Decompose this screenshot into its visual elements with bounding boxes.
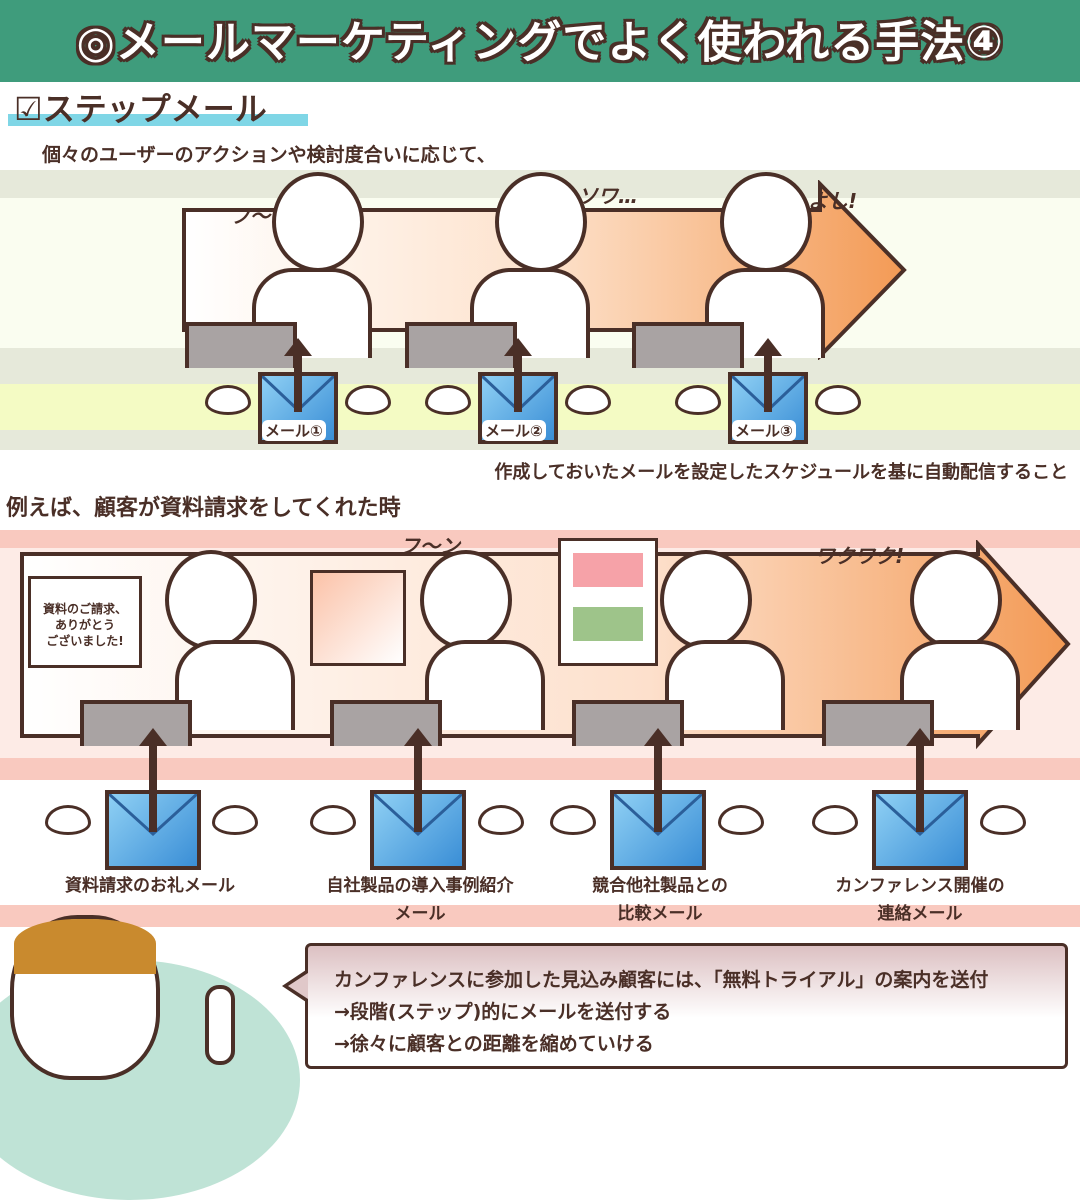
person-head xyxy=(910,550,1002,650)
mail-label: メール③ xyxy=(732,420,796,441)
wing-icon xyxy=(718,805,764,835)
wing-icon xyxy=(565,385,611,415)
bubble-line: ございました! xyxy=(46,634,124,648)
up-arrow-icon xyxy=(644,728,672,832)
mail-label-line: 競合他社製品との xyxy=(592,876,728,896)
mail-label-line: 資料請求のお礼メール xyxy=(65,876,235,896)
wing-icon xyxy=(345,385,391,415)
laptop xyxy=(330,700,442,746)
sfx: ソワ… xyxy=(578,184,638,208)
comparison-image xyxy=(558,538,658,666)
callout-line: →徐々に顧客との距離を縮めていける xyxy=(334,1033,654,1055)
wing-icon xyxy=(980,805,1026,835)
up-arrow-icon xyxy=(906,728,934,832)
laptop xyxy=(185,322,297,368)
person-body xyxy=(175,640,295,730)
sfx: フ〜 xyxy=(230,204,270,228)
sfx: よし! xyxy=(808,189,858,213)
thanks-speech-bubble: 資料のご請求、 ありがとう ございました! xyxy=(28,576,142,668)
wing-icon xyxy=(45,805,91,835)
example-heading: 例えば、顧客が資料請求をしてくれた時 xyxy=(6,496,401,521)
mail-label: カンファレンス開催の連絡メール xyxy=(800,872,1040,928)
sfx: フ〜ン xyxy=(400,534,460,558)
person-head xyxy=(720,172,812,272)
case-study-image xyxy=(310,570,406,666)
summary-callout: カンファレンスに参加した見込み顧客には、「無料トライアル」の案内を送付 →段階(… xyxy=(282,943,1068,1069)
callout-line: →段階(ステップ)的にメールを送付する xyxy=(334,1001,672,1023)
up-arrow-icon xyxy=(404,728,432,832)
laptop xyxy=(405,322,517,368)
laptop xyxy=(80,700,192,746)
person-body xyxy=(665,640,785,730)
section-title: ☑ステップメール xyxy=(14,90,267,128)
bubble-line: ありがとう xyxy=(54,618,115,632)
mail-label: メール① xyxy=(262,420,326,441)
callout-line: カンファレンスに参加した見込み顧客には、「無料トライアル」の案内を送付 xyxy=(334,969,989,991)
up-arrow-icon xyxy=(504,338,532,412)
wing-icon xyxy=(675,385,721,415)
wing-icon xyxy=(425,385,471,415)
wing-icon xyxy=(310,805,356,835)
band xyxy=(0,905,1080,927)
up-arrow-icon xyxy=(754,338,782,412)
mail-label: 競合他社製品との比較メール xyxy=(540,872,780,928)
header-band xyxy=(0,0,1080,82)
mail-label: 資料請求のお礼メール xyxy=(30,872,270,900)
page-title: ◎メールマーケティングでよく使われる手法④ xyxy=(76,17,1004,68)
laptop xyxy=(632,322,744,368)
wing-icon xyxy=(205,385,251,415)
wing-icon xyxy=(478,805,524,835)
mail-label-line: メール xyxy=(394,904,446,924)
narrator-face xyxy=(10,915,160,1080)
bubble-line: 資料のご請求、 xyxy=(42,602,127,616)
intro-text: 個々のユーザーのアクションや検討度合いに応じて、 xyxy=(42,144,496,166)
mail-label: メール② xyxy=(482,420,546,441)
person-head xyxy=(660,550,752,650)
person-body xyxy=(425,640,545,730)
pointing-hand xyxy=(205,985,235,1065)
wing-icon xyxy=(812,805,858,835)
mail-label-line: 自社製品の導入事例紹介 xyxy=(326,876,514,896)
band xyxy=(0,530,1080,548)
person-head xyxy=(165,550,257,650)
description-text: 作成しておいたメールを設定したスケジュールを基に自動配信すること xyxy=(494,462,1068,483)
mail-label: 自社製品の導入事例紹介メール xyxy=(300,872,540,928)
mail-label-line: カンファレンス開催の xyxy=(835,876,1005,896)
wing-icon xyxy=(212,805,258,835)
wing-icon xyxy=(815,385,861,415)
sfx: ワクワク! xyxy=(815,544,905,568)
mail-label-line: 連絡メール xyxy=(877,904,963,924)
band xyxy=(0,758,1080,780)
person-head xyxy=(272,172,364,272)
wing-icon xyxy=(550,805,596,835)
person-head xyxy=(495,172,587,272)
person-head xyxy=(420,550,512,650)
up-arrow-icon xyxy=(139,728,167,832)
mail-label-line: 比較メール xyxy=(617,904,703,924)
up-arrow-icon xyxy=(284,338,312,412)
